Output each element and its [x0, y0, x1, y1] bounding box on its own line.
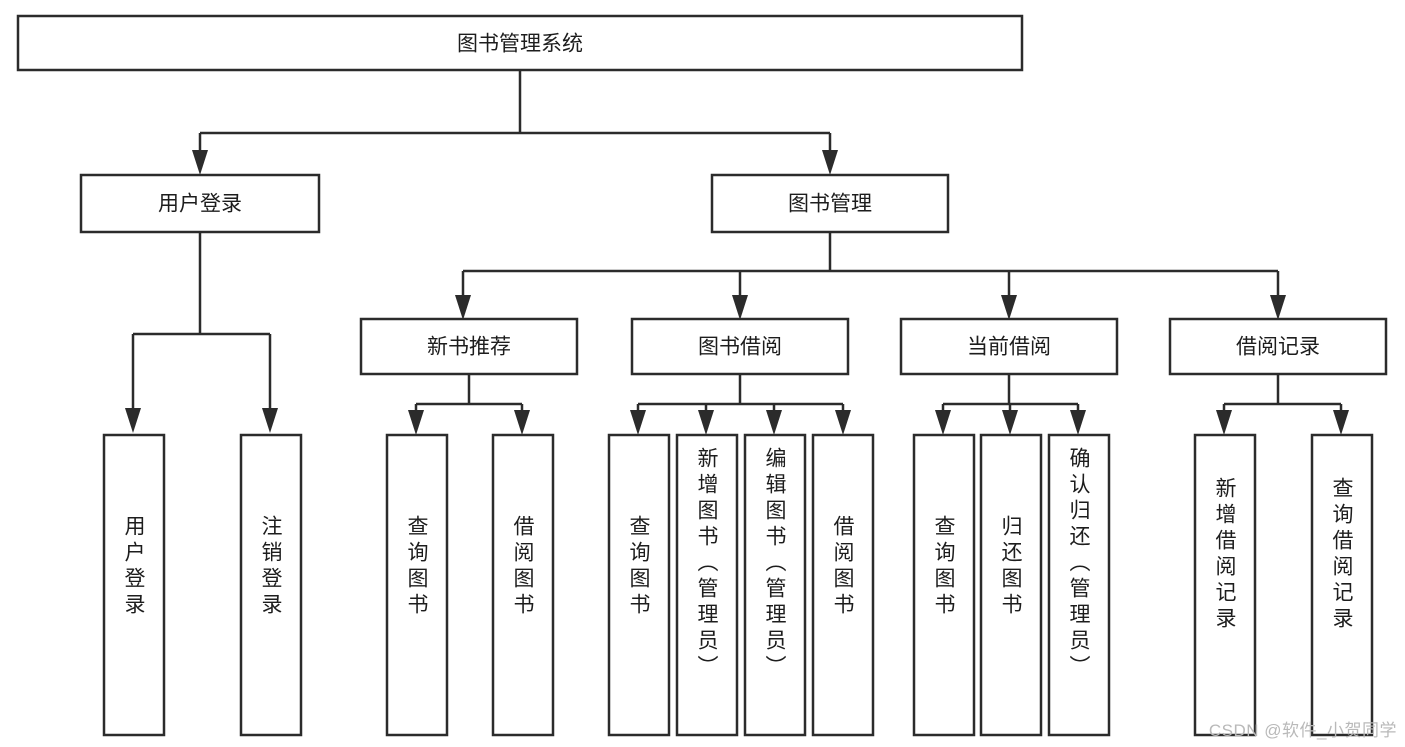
node-leaf-add-record-box[interactable]	[1193, 433, 1257, 737]
arrow-to-leaf-query-record	[1333, 410, 1349, 435]
node-root[interactable]: 图书管理系统	[16, 14, 1024, 72]
node-borrow-record-box[interactable]	[1168, 317, 1388, 376]
node-leaf-return-book-box[interactable]	[979, 433, 1043, 737]
node-borrow-record-label: 借阅记录	[1236, 336, 1320, 359]
arrow-to-leaf-add-record	[1216, 410, 1232, 435]
node-leaf-logout-login-box[interactable]	[239, 433, 303, 737]
node-book-manage-box[interactable]	[710, 173, 950, 234]
arrow-to-leaf-user-login	[125, 408, 141, 433]
connector-group	[125, 70, 1349, 435]
arrow-to-leaf-borrow-book-2	[835, 410, 851, 435]
node-borrow-record[interactable]: 借阅记录	[1168, 317, 1388, 376]
node-leaf-query-record-box[interactable]	[1310, 433, 1374, 737]
node-user-login-box[interactable]	[79, 173, 321, 234]
node-book-borrow[interactable]: 图书借阅	[630, 317, 850, 376]
node-leaf-confirm-return-box[interactable]	[1047, 433, 1111, 737]
arrow-to-leaf-borrow-book-1	[514, 410, 530, 435]
arrow-to-borrow-record	[1270, 295, 1286, 320]
node-new-book-recommend-label: 新书推荐	[427, 336, 511, 359]
node-book-manage-label: 图书管理	[788, 193, 872, 216]
node-current-borrow-box[interactable]	[899, 317, 1119, 376]
node-new-book-recommend[interactable]: 新书推荐	[359, 317, 579, 376]
arrow-to-leaf-logout-login	[262, 408, 278, 433]
node-current-borrow-label: 当前借阅	[967, 336, 1051, 359]
node-root-label: 图书管理系统	[457, 33, 583, 56]
arrow-to-book-manage	[822, 150, 838, 175]
node-user-login[interactable]: 用户登录	[79, 173, 321, 234]
arrow-to-leaf-query-book-2	[630, 410, 646, 435]
node-current-borrow[interactable]: 当前借阅	[899, 317, 1119, 376]
arrow-to-new-book-recommend	[455, 295, 471, 320]
arrow-to-leaf-edit-book	[766, 410, 782, 435]
arrow-to-leaf-query-book-1	[408, 410, 424, 435]
node-book-borrow-box[interactable]	[630, 317, 850, 376]
arrow-to-leaf-add-book	[698, 410, 714, 435]
arrow-to-leaf-confirm-return	[1070, 410, 1086, 435]
node-new-book-recommend-box[interactable]	[359, 317, 579, 376]
node-root-box[interactable]	[16, 14, 1024, 72]
node-book-borrow-label: 图书借阅	[698, 336, 782, 359]
node-book-manage[interactable]: 图书管理	[710, 173, 950, 234]
arrow-to-current-borrow	[1001, 295, 1017, 320]
node-leaf-edit-book-box[interactable]	[743, 433, 807, 737]
arrow-to-leaf-query-book-3	[935, 410, 951, 435]
node-leaf-borrow-book-1-box[interactable]	[491, 433, 555, 737]
node-leaf-query-book-3-box[interactable]	[912, 433, 976, 737]
node-leaf-query-book-1-box[interactable]	[385, 433, 449, 737]
arrow-to-leaf-return-book	[1002, 410, 1018, 435]
node-leaf-user-login-box[interactable]	[102, 433, 166, 737]
arrow-to-book-borrow	[732, 295, 748, 320]
arrow-to-user-login	[192, 150, 208, 175]
csdn-watermark: CSDN @软件_小贺同学	[1208, 721, 1397, 740]
node-leaf-borrow-book-2-box[interactable]	[811, 433, 875, 737]
node-user-login-label: 用户登录	[158, 193, 242, 216]
node-leaf-add-book-box[interactable]	[675, 433, 739, 737]
node-leaf-query-book-2-box[interactable]	[607, 433, 671, 737]
